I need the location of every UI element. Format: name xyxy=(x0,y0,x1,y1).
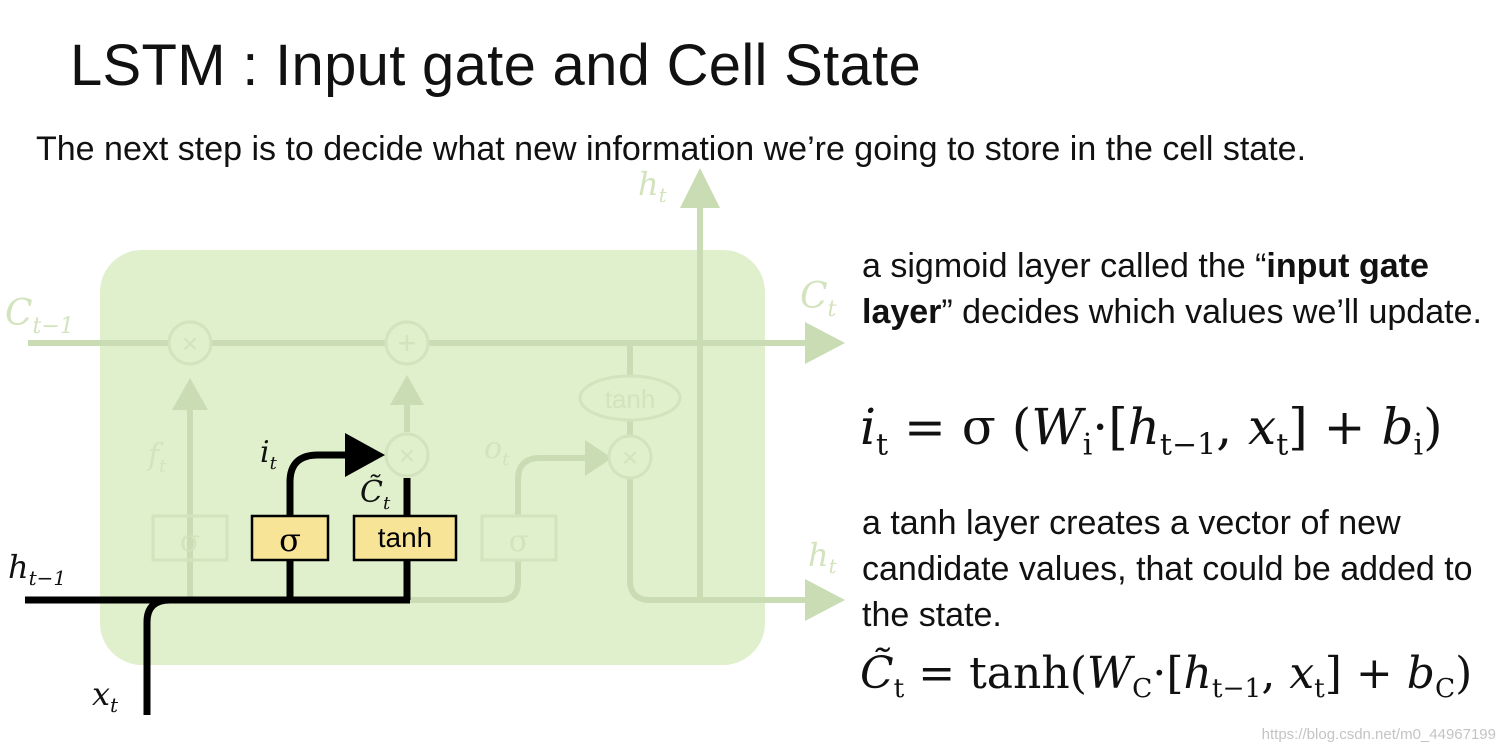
label-c-tilde: C̃t xyxy=(360,475,391,514)
forget-gate-arrow-head xyxy=(172,378,208,410)
forget-multiply-icon: × xyxy=(182,328,198,359)
label-x-t: xt xyxy=(92,675,119,717)
input-gate-description: a sigmoid layer called the “input gate l… xyxy=(862,247,1482,331)
input-gate-equation: it = σ (Wi·[ht−1, xt] + bi) xyxy=(860,398,1443,463)
input-sigma-label: σ xyxy=(279,521,301,559)
forget-sigma-label: σ xyxy=(180,524,200,559)
cell-state-arrow-head xyxy=(805,322,845,364)
active-input-paths xyxy=(25,451,411,715)
label-h-top: ht xyxy=(638,165,668,207)
label-h-prev: ht−1 xyxy=(8,548,66,590)
watermark: https://blog.csdn.net/m0_44967199 xyxy=(1261,726,1496,743)
forget-sigma-box xyxy=(151,514,229,562)
output-sigma-box xyxy=(480,514,558,562)
input-multiply-op: × xyxy=(384,432,430,478)
tanh-layer-description: a tanh layer creates a vector of new can… xyxy=(862,504,1473,634)
output-multiply-op: × xyxy=(607,434,653,480)
input-gate-arrow-head xyxy=(345,433,385,477)
input-sigma-box xyxy=(250,514,330,562)
output-sigma-label: σ xyxy=(509,524,529,559)
label-i-t: it xyxy=(260,435,278,474)
label-h-right: ht xyxy=(808,536,838,578)
candidate-to-plus-arrow-head xyxy=(390,375,424,405)
hidden-out-arrow-head xyxy=(805,579,845,621)
forget-multiply-op: × xyxy=(167,320,213,366)
label-c-prev: Ct−1 xyxy=(5,293,74,339)
candidate-tanh-box xyxy=(352,514,458,562)
add-icon: + xyxy=(398,325,417,361)
hidden-up-arrow-head xyxy=(680,168,720,208)
candidate-equation: C̃t = tanh(WC·[ht−1, xt] + bC) xyxy=(860,648,1473,705)
label-o-t: ot xyxy=(484,431,510,470)
cell-add-op: + xyxy=(384,320,430,366)
output-gate-arrow-head xyxy=(585,440,612,476)
input-multiply-icon: × xyxy=(399,440,415,471)
candidate-tanh-label: tanh xyxy=(378,522,433,553)
lstm-cell-diagram: σ σ tanh × + × × xyxy=(5,165,845,717)
cell-tanh-label: tanh xyxy=(605,384,656,414)
output-multiply-icon: × xyxy=(622,442,638,473)
input-gate-bold-term: input gate layer xyxy=(862,247,1429,331)
label-c-t: Ct xyxy=(800,276,837,322)
cell-tanh-ellipse xyxy=(578,374,682,422)
slide-subtitle: The next step is to decide what new info… xyxy=(36,130,1307,168)
slide-title: LSTM : Input gate and Cell State xyxy=(70,33,922,98)
